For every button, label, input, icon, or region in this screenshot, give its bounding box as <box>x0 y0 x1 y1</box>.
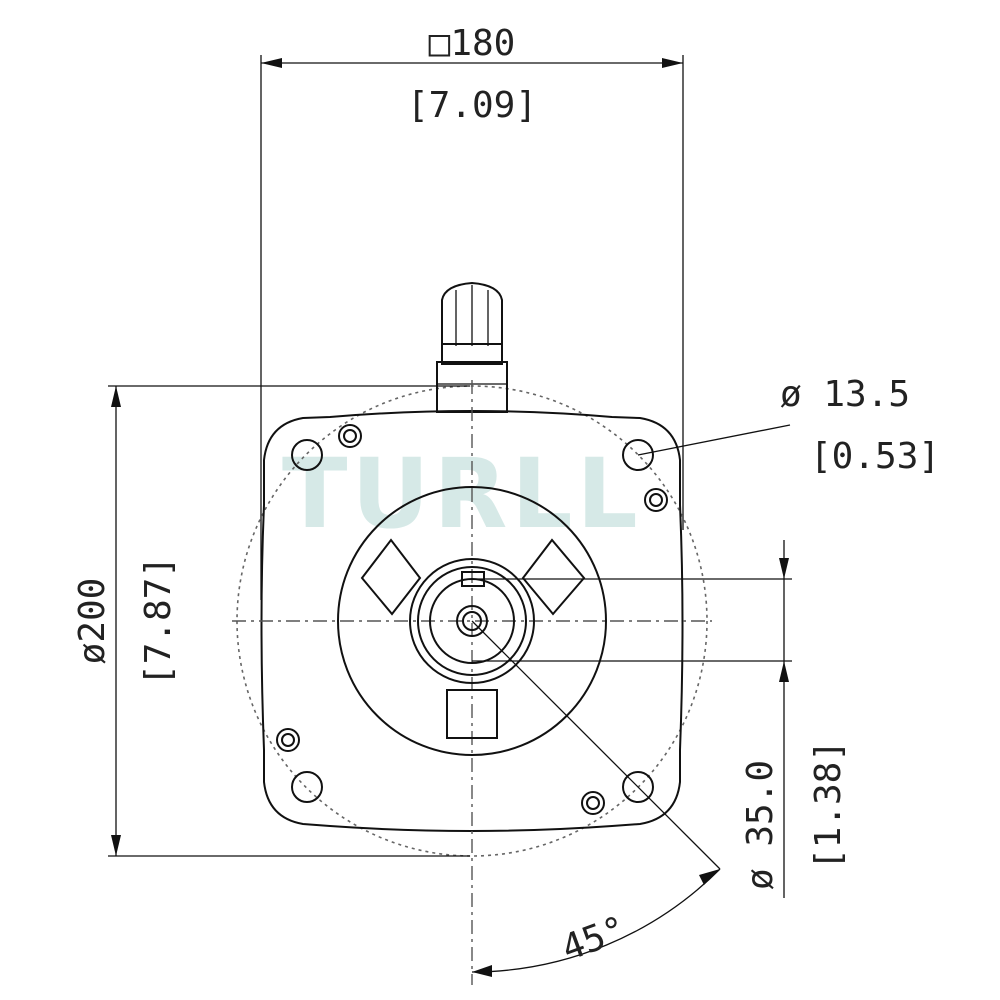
arrowhead-pilot-top <box>111 386 121 407</box>
shaft-bearing-inner <box>417 566 527 676</box>
arrowhead-angle-left <box>472 965 492 977</box>
dim-flange-square-inch: [7.09] <box>407 85 537 126</box>
dim-angle: 45° <box>557 909 632 970</box>
dim-pilot-diameter: ø200 <box>72 578 113 665</box>
window-left <box>360 538 422 616</box>
dim-shaft-diameter-inch: [1.38] <box>808 740 849 870</box>
mounting-hole-bl <box>291 771 323 803</box>
screw-top <box>338 424 362 448</box>
diagonal-45 <box>471 620 721 870</box>
connector-nut <box>441 281 503 346</box>
shaft-center-hole <box>456 605 488 637</box>
shaft-bearing-outer <box>409 558 535 684</box>
screw-left <box>276 728 300 752</box>
dim-hole-diameter-inch: [0.53] <box>810 436 940 477</box>
window-bottom <box>446 689 498 739</box>
dim-shaft-diameter: ø 35.0 <box>740 760 781 890</box>
leader-hole <box>637 424 791 456</box>
mounting-hole-tr <box>622 439 654 471</box>
dim-flange-square: □180 <box>429 23 516 64</box>
shaft-center-inner <box>462 611 482 631</box>
arrowhead-pilot-bottom <box>111 835 121 856</box>
arrowhead-shaft-top <box>779 558 789 579</box>
screw-bottom <box>581 791 605 815</box>
window-right <box>521 538 586 616</box>
spigot-circle <box>337 486 607 756</box>
dim-pilot-diameter-inch: [7.87] <box>138 556 179 686</box>
mounting-hole-br <box>622 771 654 803</box>
screw-right <box>644 488 668 512</box>
watermark-text: TURLL <box>282 438 642 550</box>
arrowhead-shaft-bottom <box>779 661 789 682</box>
dim-hole-diameter: ø 13.5 <box>780 374 910 415</box>
arrowhead-left <box>261 58 282 68</box>
arrowhead-right <box>662 58 683 68</box>
flange-outline <box>260 410 684 832</box>
mounting-hole-tl <box>291 439 323 471</box>
angle-arc <box>471 868 721 973</box>
arrowhead-angle-right <box>699 869 720 885</box>
